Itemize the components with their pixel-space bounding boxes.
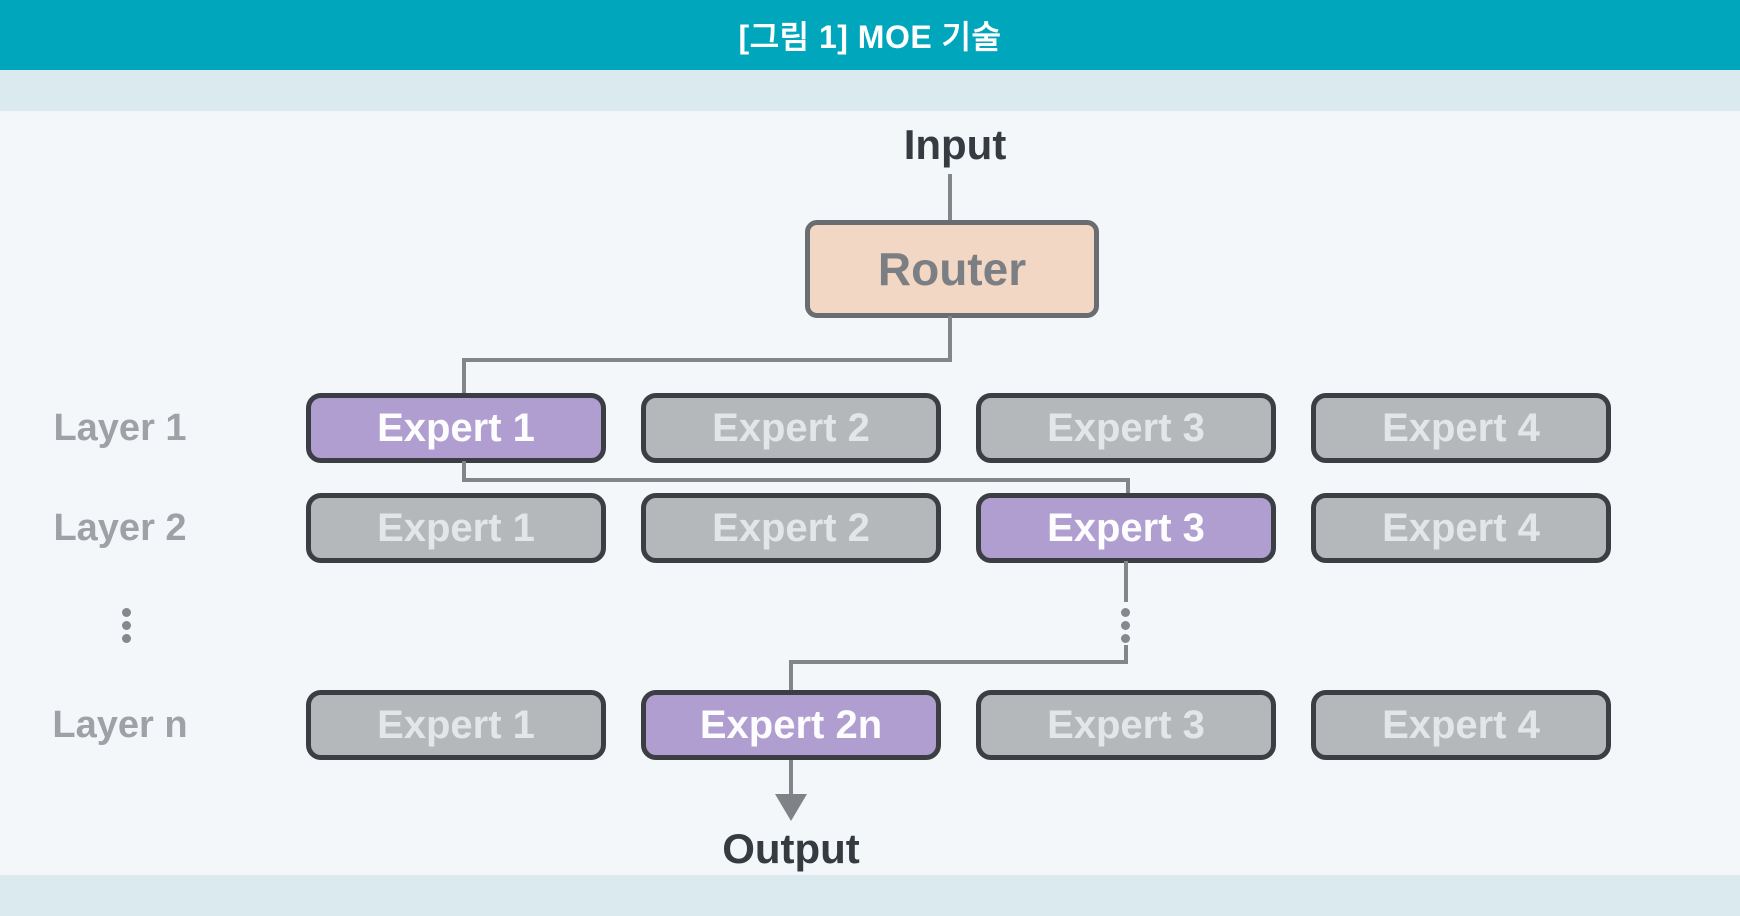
connector-layer1-layer2 xyxy=(462,478,1130,482)
expert-label: Expert 2n xyxy=(699,702,883,747)
layern-expert2n-node: Expert 2n xyxy=(641,690,941,760)
layer2-expert1-node: Expert 1 xyxy=(306,493,606,563)
layer1-expert1-node: Expert 1 xyxy=(306,393,606,463)
layern-expert3-node: Expert 3 xyxy=(976,690,1276,760)
connector-router-horizontal xyxy=(462,358,952,362)
layer-n-label: Layer n xyxy=(52,703,188,746)
expert-label: Expert 3 xyxy=(1047,405,1205,450)
arrow-down-icon xyxy=(775,794,807,821)
connector-expert1-down xyxy=(462,461,466,482)
layers-ellipsis-icon xyxy=(122,621,131,630)
router-node: Router xyxy=(805,220,1099,318)
expert-label: Expert 2 xyxy=(712,505,870,550)
figure-title-bar: [그림 1] MOE 기술 xyxy=(0,0,1740,70)
connector-into-layern-expert2n xyxy=(789,660,793,692)
layers-ellipsis-icon xyxy=(122,608,131,617)
output-label: Output xyxy=(722,825,860,872)
connector-ellipsis-icon xyxy=(1121,634,1130,643)
expert-label: Expert 4 xyxy=(1382,702,1540,747)
expert-label: Expert 1 xyxy=(377,505,535,550)
connector-expert3-down xyxy=(1124,561,1128,602)
figure-title: [그림 1] MOE 기술 xyxy=(738,19,1002,55)
connector-into-layer2-expert3 xyxy=(1126,478,1130,495)
connector-expert3-down-lower xyxy=(1124,645,1128,664)
expert-label: Expert 4 xyxy=(1382,405,1540,450)
moe-diagram: Input Router Layer 1 Expert 1 Expert 2 E… xyxy=(0,111,1740,875)
layer-2-label: Layer 2 xyxy=(53,506,187,549)
layer1-expert3-node: Expert 3 xyxy=(976,393,1276,463)
layer2-expert4-node: Expert 4 xyxy=(1311,493,1611,563)
connector-ellipsis-icon xyxy=(1121,621,1130,630)
layer1-expert2-node: Expert 2 xyxy=(641,393,941,463)
connector-layer2-layern xyxy=(789,660,1128,664)
layern-expert1-node: Expert 1 xyxy=(306,690,606,760)
bottom-divider-strip xyxy=(0,875,1740,916)
layer2-expert3-node: Expert 3 xyxy=(976,493,1276,563)
input-label: Input xyxy=(903,121,1007,168)
expert-label: Expert 4 xyxy=(1382,505,1540,550)
top-divider-strip xyxy=(0,70,1740,111)
layer-1-label: Layer 1 xyxy=(53,406,187,449)
router-label: Router xyxy=(877,243,1027,295)
connector-ellipsis-icon xyxy=(1121,608,1130,617)
layer1-expert4-node: Expert 4 xyxy=(1311,393,1611,463)
expert-label: Expert 3 xyxy=(1047,505,1205,550)
connector-expert2n-output xyxy=(789,760,793,796)
layer2-expert2-node: Expert 2 xyxy=(641,493,941,563)
expert-label: Expert 2 xyxy=(712,405,870,450)
expert-label: Expert 3 xyxy=(1047,702,1205,747)
connector-input-router xyxy=(948,174,952,222)
expert-label: Expert 1 xyxy=(377,702,535,747)
layers-ellipsis-icon xyxy=(122,634,131,643)
connector-router-down xyxy=(948,316,952,362)
expert-label: Expert 1 xyxy=(377,405,535,450)
layern-expert4-node: Expert 4 xyxy=(1311,690,1611,760)
connector-into-layer1-expert1 xyxy=(462,358,466,395)
